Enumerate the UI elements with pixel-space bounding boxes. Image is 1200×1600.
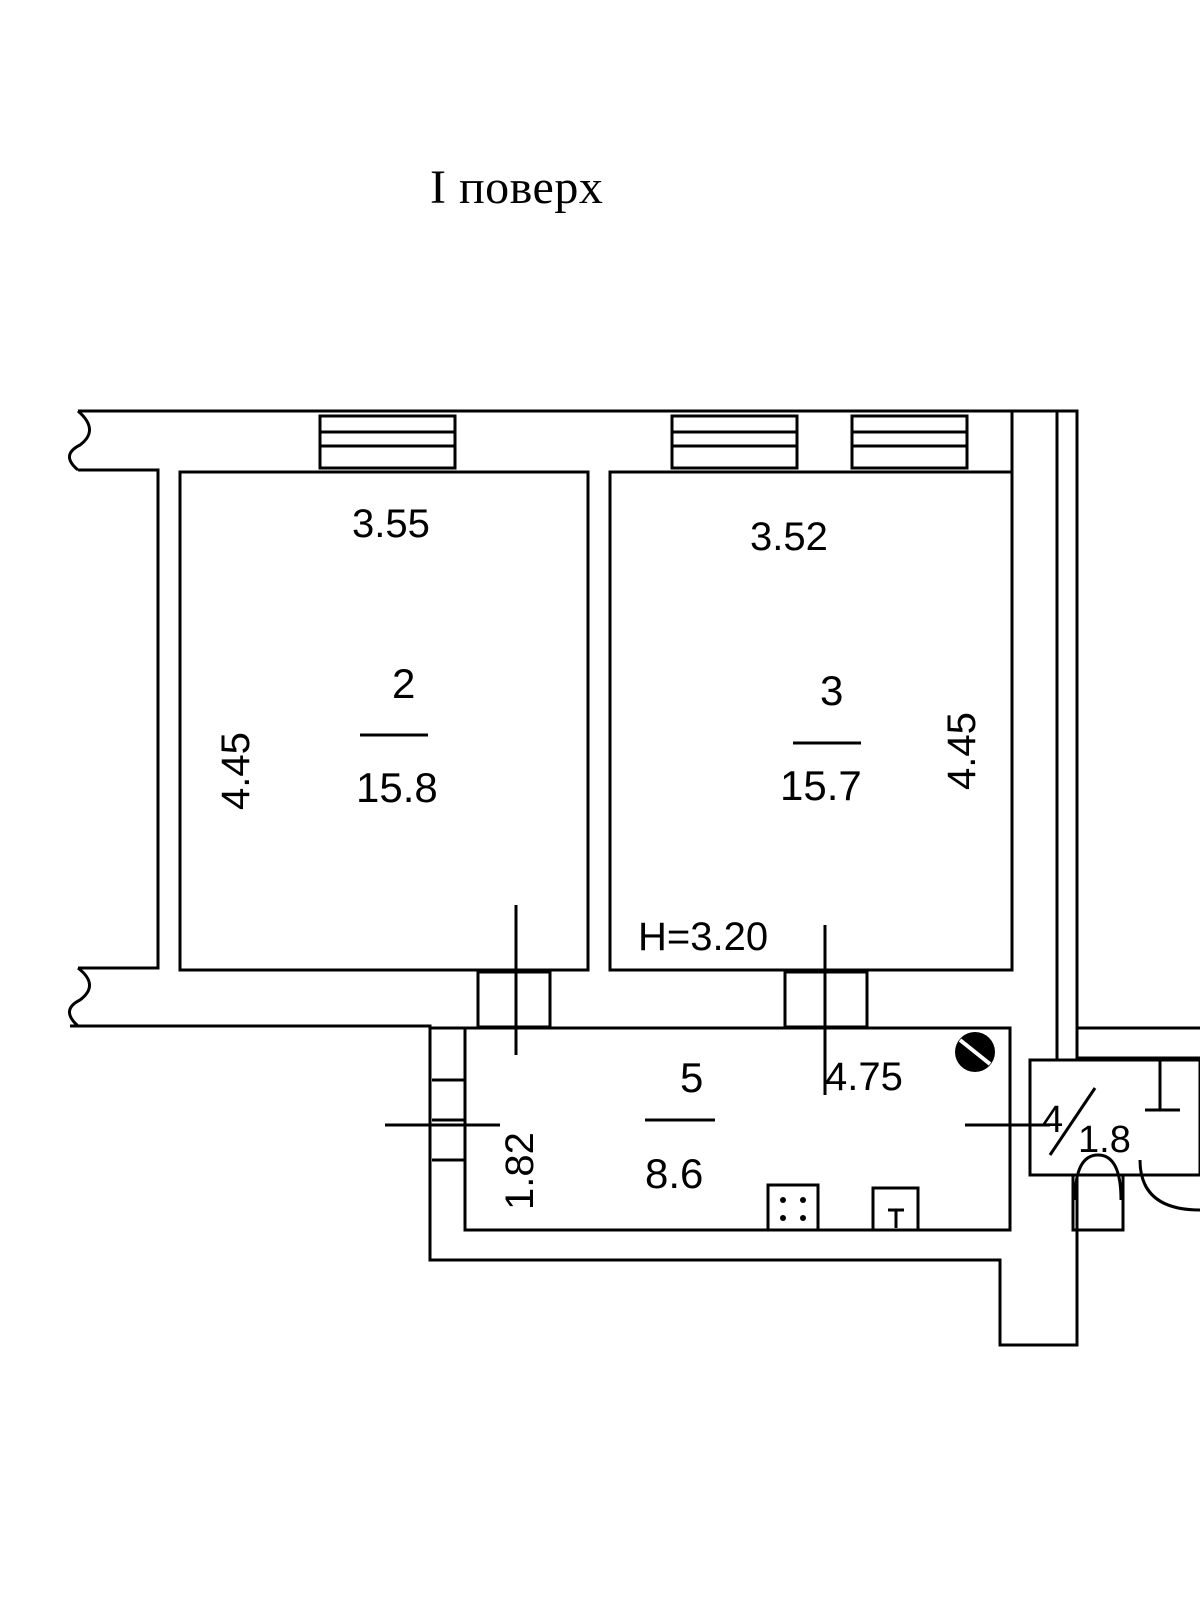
stove-burners — [780, 1197, 806, 1221]
room-2-width: 3.55 — [352, 502, 430, 546]
wc-seat — [1073, 1153, 1123, 1201]
outer-wall — [78, 409, 1079, 1060]
room-3-area: 15.7 — [780, 762, 862, 809]
room-5-outline — [463, 1026, 1012, 1232]
break-mark-top — [68, 409, 91, 472]
room-5-number: 5 — [680, 1054, 703, 1101]
wc-pan — [1071, 1173, 1125, 1232]
room-5-width: 4.75 — [825, 1055, 903, 1099]
left-inner-wall — [78, 468, 160, 970]
room-3-length: 4.45 — [940, 712, 984, 790]
bathtub — [1138, 1060, 1200, 1212]
room-5-length: 1.82 — [498, 1132, 542, 1210]
break-mark-bottom — [68, 966, 91, 1028]
room-2-number: 2 — [392, 660, 415, 707]
room-3-number: 3 — [820, 667, 843, 714]
stove-icon — [766, 1183, 820, 1232]
outer-wall-bottom — [70, 1024, 1079, 1347]
room-2-length: 4.45 — [214, 732, 258, 810]
room-2-area: 15.8 — [356, 764, 438, 811]
window-room-2 — [318, 414, 457, 470]
room-3-width: 3.52 — [750, 515, 828, 559]
window-room-3-a — [670, 414, 799, 470]
window-room-3-b — [850, 414, 969, 470]
floor-title: I поверх — [430, 161, 604, 214]
room-2-outline — [178, 470, 590, 972]
room-4-area: 1.8 — [1078, 1119, 1131, 1161]
room-4-number: 4 — [1042, 1099, 1063, 1141]
sink-icon — [871, 1186, 920, 1232]
doorway-room-2 — [476, 970, 552, 1029]
room-5-area: 8.6 — [645, 1150, 703, 1197]
room-3-outline — [608, 470, 1014, 972]
ceiling-height: H=3.20 — [638, 915, 768, 959]
